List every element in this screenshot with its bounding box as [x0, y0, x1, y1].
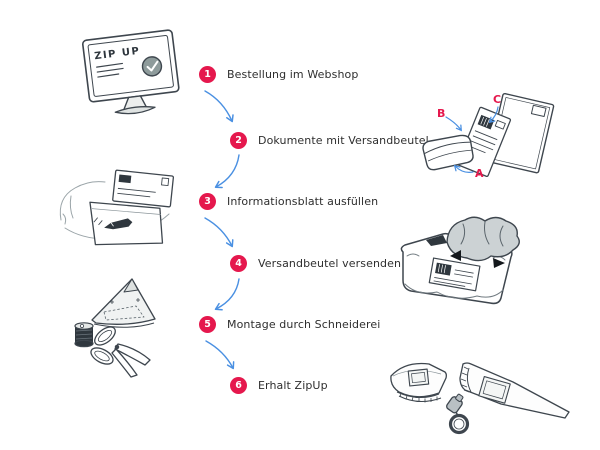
step-4-label: Versandbeutel versenden [258, 257, 402, 270]
documents-illustration: B C A [422, 92, 555, 180]
zipup-zipper-illustration [390, 362, 570, 435]
step-5: 5 Montage durch Schneiderei [199, 316, 380, 333]
folded-fabric [91, 278, 156, 328]
step-4: 4 Versandbeutel versenden [230, 255, 401, 272]
fabric-bundle [446, 216, 520, 262]
pointer-arrow-b [445, 116, 462, 132]
step-2-badge: 2 [230, 132, 247, 149]
left-fabric-panel [390, 362, 447, 403]
arrow-step3-step4 [204, 217, 234, 248]
information-sheet [89, 201, 164, 246]
step-5-label: Montage durch Schneiderei [227, 318, 381, 331]
thread-spool [74, 322, 94, 348]
step-2: 2 Dokumente mit Versandbeutel [230, 132, 429, 149]
step-4-badge: 4 [230, 255, 247, 272]
step-5-badge: 5 [199, 316, 216, 333]
arrow-step2-step3 [214, 154, 240, 189]
arrow-step4-step5 [214, 278, 240, 311]
annotation-label-c: C [493, 93, 501, 106]
shipping-label [428, 257, 481, 292]
step-1-label: Bestellung im Webshop [227, 68, 359, 81]
step-3: 3 Informationsblatt ausfüllen [199, 193, 378, 210]
step-6-label: Erhalt ZipUp [258, 379, 328, 392]
annotation-label-b: B [437, 107, 445, 120]
step-1-badge: 1 [199, 66, 216, 83]
scissors-icon [90, 326, 151, 378]
annotation-label-a: A [475, 167, 484, 180]
sewing-tools-illustration [74, 278, 156, 378]
pull-ring-icon [448, 413, 470, 435]
bag-opening [426, 235, 447, 246]
shipping-bag-illustration [400, 216, 520, 305]
insert-arrow-right [493, 258, 505, 268]
step-1: 1 Bestellung im Webshop [199, 66, 358, 83]
zip-card [112, 169, 175, 208]
step-6: 6 Erhalt ZipUp [230, 377, 328, 394]
webshop-monitor-illustration: ZIP UP [81, 29, 180, 115]
arrow-step5-step6 [205, 340, 235, 370]
pen-icon [104, 218, 133, 230]
zipper-slider [446, 393, 470, 435]
pointer-arrow-a [453, 164, 474, 173]
right-fabric-panel [459, 362, 570, 419]
step-3-label: Informationsblatt ausfüllen [227, 195, 379, 208]
step-2-label: Dokumente mit Versandbeutel [258, 134, 429, 147]
insert-arrow-left [450, 250, 461, 261]
pointer-arrow-c [488, 106, 499, 124]
arrow-step1-step2 [204, 90, 234, 123]
mailing-pouch [422, 134, 474, 171]
step-3-badge: 3 [199, 193, 216, 210]
form-sheet-illustration [59, 169, 175, 246]
step-6-badge: 6 [230, 377, 247, 394]
